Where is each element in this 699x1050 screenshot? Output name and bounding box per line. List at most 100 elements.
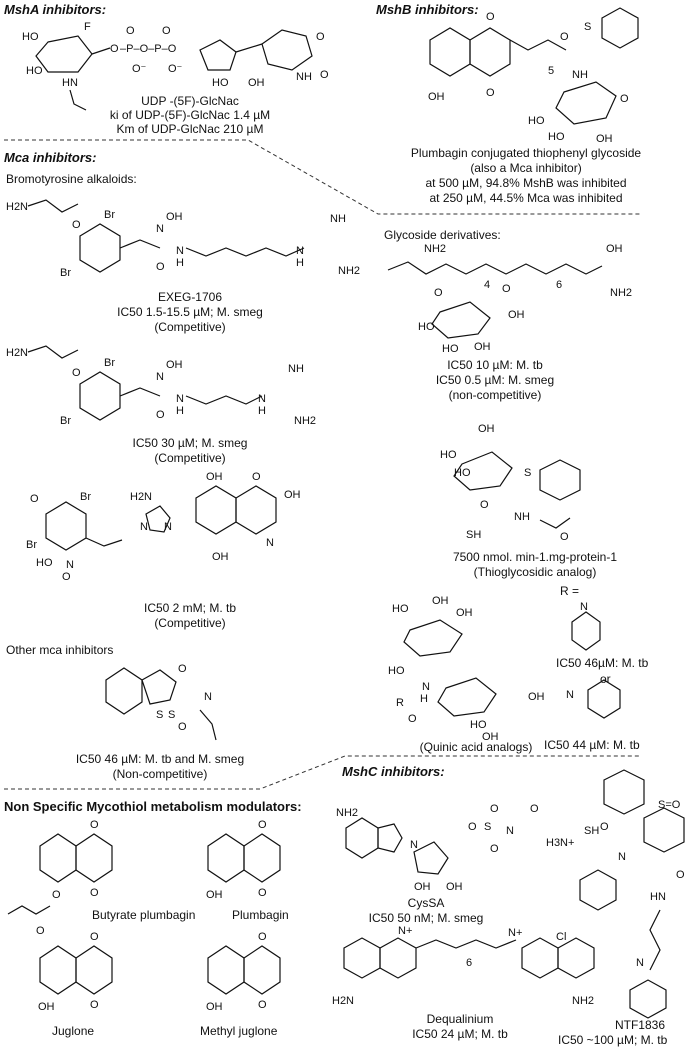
svg-text:HO: HO [470, 719, 487, 731]
svg-text:N: N [66, 559, 74, 571]
mshb-inhibition-2: at 250 µM, 44.5% Mca was inhibited [429, 191, 623, 205]
r-group-label: R = [560, 584, 580, 598]
svg-text:S: S [484, 821, 491, 833]
svg-text:Br: Br [80, 491, 91, 503]
svg-text:H2N: H2N [6, 201, 28, 213]
svg-text:H3N+: H3N+ [546, 837, 574, 849]
svg-text:N: N [176, 245, 184, 257]
msha-km: Km of UDP-GlcNac 210 µM [116, 122, 264, 136]
svg-text:HO: HO [388, 665, 405, 677]
svg-text:6: 6 [466, 957, 472, 969]
svg-text:Br: Br [104, 357, 115, 369]
svg-text:O: O [72, 219, 81, 231]
svg-text:O: O [486, 87, 495, 99]
quinic-2-ic50: IC50 44 µM: M. tb [544, 738, 640, 752]
dequalinium-name: Dequalinium [426, 1012, 494, 1026]
svg-text:H: H [296, 257, 304, 269]
svg-text:NH2: NH2 [572, 995, 594, 1007]
svg-text:–P–O–P–O: –P–O–P–O [120, 43, 177, 55]
svg-text:O: O [52, 889, 61, 901]
svg-text:N: N [580, 601, 588, 613]
svg-text:Br: Br [26, 539, 37, 551]
svg-text:O: O [490, 803, 499, 815]
svg-text:OH: OH [528, 691, 545, 703]
svg-text:HN: HN [62, 77, 78, 89]
svg-text:N: N [566, 689, 574, 701]
svg-text:O: O [560, 31, 569, 43]
svg-text:O: O [676, 869, 685, 881]
exeg-mode: (Competitive) [154, 320, 226, 334]
svg-text:N: N [156, 371, 164, 383]
svg-text:O⁻: O⁻ [132, 63, 147, 75]
butyrate-plumbagin-structure: O O O O [7, 819, 113, 937]
svg-text:N: N [296, 245, 304, 257]
mshb-note: (also a Mca inhibitor) [470, 161, 582, 175]
svg-text:O: O [316, 31, 325, 43]
svg-text:NH: NH [572, 69, 588, 81]
svg-text:HO: HO [548, 131, 565, 143]
bromotyrosine-label: Bromotyrosine alkaloids: [6, 172, 137, 186]
svg-text:SH: SH [466, 529, 481, 541]
or-label: or [600, 672, 611, 686]
svg-text:OH: OH [248, 77, 265, 89]
svg-text:HN: HN [650, 891, 666, 903]
dequalinium-structure: N+ H2N 6 N+ NH2 [332, 925, 595, 1007]
svg-text:NH2: NH2 [336, 807, 358, 819]
juglone-name: Juglone [52, 1024, 95, 1038]
svg-text:O: O [156, 409, 165, 421]
svg-text:OH: OH [428, 91, 445, 103]
other-mca-label: Other mca inhibitors [6, 643, 114, 657]
bromotyrosine-2-ic50: IC50 30 µM; M. smeg [132, 436, 248, 450]
svg-text:O: O [620, 93, 629, 105]
svg-text:N: N [140, 521, 148, 533]
msha-header: MshA inhibitors: [4, 2, 107, 17]
thio-name: (Thioglycosidic analog) [473, 565, 597, 579]
cyssa-name: CysSA [407, 896, 445, 910]
svg-text:OH: OH [38, 1001, 55, 1013]
svg-text:H: H [176, 257, 184, 269]
svg-text:O: O [36, 925, 45, 937]
glycoside-label: Glycoside derivatives: [384, 228, 501, 242]
mshb-compound-name: Plumbagin conjugated thiophenyl glycosid… [410, 146, 642, 160]
svg-text:O: O [600, 821, 609, 833]
ntf1836-structure: S=O O N Cl O HN N [556, 769, 685, 1019]
svg-text:HO: HO [440, 449, 457, 461]
thio-activity: 7500 nmol. min-1.mg-protein-1 [452, 550, 618, 564]
svg-text:O: O [126, 25, 135, 37]
svg-text:O: O [156, 261, 165, 273]
svg-text:OH: OH [414, 881, 431, 893]
svg-text:Br: Br [60, 415, 71, 427]
other-mca-ic50: IC50 46 µM: M. tb and M. smeg [75, 752, 245, 766]
svg-text:O: O [30, 493, 39, 505]
svg-text:O: O [90, 887, 99, 899]
svg-text:HO: HO [392, 603, 409, 615]
svg-text:O: O [486, 11, 495, 23]
svg-text:S: S [168, 709, 175, 721]
svg-text:Br: Br [60, 267, 71, 279]
svg-text:OH: OH [206, 1001, 223, 1013]
svg-text:O: O [468, 821, 477, 833]
mshb-inhibition-1: at 500 µM, 94.8% MshB was inhibited [425, 176, 627, 190]
svg-text:O: O [62, 571, 71, 583]
svg-text:O: O [320, 69, 329, 81]
svg-text:HO: HO [36, 557, 53, 569]
svg-text:HO: HO [418, 321, 435, 333]
svg-text:O: O [178, 663, 187, 675]
svg-text:HO: HO [26, 65, 43, 77]
quinic-acid-name: (Quinic acid analogs) [419, 740, 533, 754]
glycoside-1-ic50-smeg: IC50 0.5 µM: M. smeg [435, 373, 555, 387]
msha-compound-name: UDP -(5F)-GlcNac [141, 94, 239, 108]
svg-text:O: O [90, 819, 99, 831]
methyl-juglone-name: Methyl juglone [200, 1024, 278, 1038]
exeg-name: EXEG-1706 [157, 290, 223, 304]
svg-text:O: O [480, 499, 489, 511]
svg-text:O: O [258, 819, 267, 831]
svg-text:N: N [636, 957, 644, 969]
svg-text:O: O [408, 713, 417, 725]
svg-text:S: S [524, 467, 531, 479]
